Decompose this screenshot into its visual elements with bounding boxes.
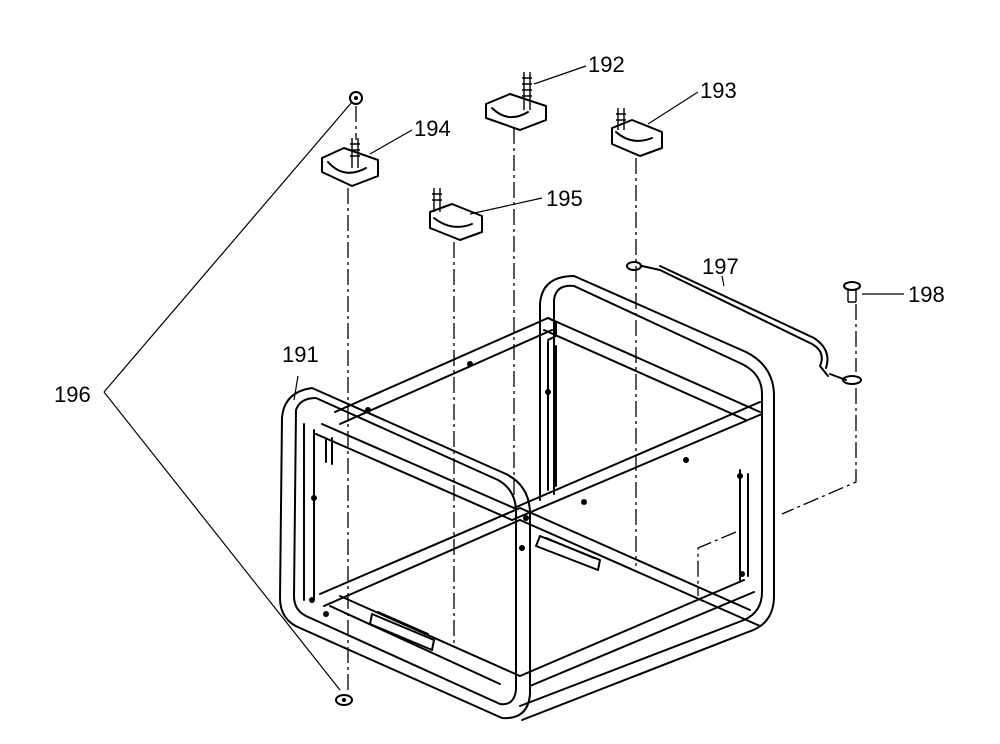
nut-196-bottom: [335, 694, 353, 706]
leader-lines: [103, 65, 904, 691]
label-194: 194: [414, 116, 451, 141]
assembly-center-lines: [347, 106, 857, 694]
part-labels: 191 192 193 194 195 196 197 198: [54, 52, 945, 407]
label-197: 197: [702, 254, 739, 279]
label-191: 191: [282, 342, 319, 367]
label-196: 196: [54, 382, 91, 407]
mount-193: [611, 108, 663, 157]
mount-195: [429, 188, 483, 241]
frame-191: [279, 275, 775, 721]
mount-192: [485, 72, 547, 131]
label-195: 195: [546, 186, 583, 211]
screw-198: [843, 281, 861, 303]
label-192: 192: [588, 52, 625, 77]
mount-194: [321, 138, 379, 187]
label-193: 193: [700, 78, 737, 103]
label-198: 198: [908, 282, 945, 307]
ground-wire-197: [626, 261, 862, 385]
nut-196-top: [349, 91, 363, 105]
